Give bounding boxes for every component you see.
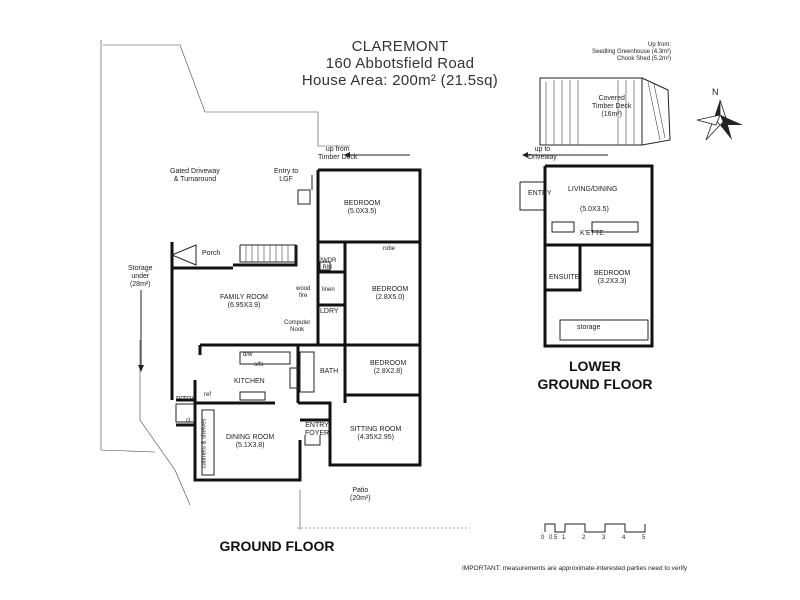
label-patio: Patio (20m²): [350, 487, 371, 502]
ground-floor-fixtures: [170, 189, 331, 476]
compass-north-label: N: [712, 87, 719, 97]
label-entry-lgf: Entry to LGF: [274, 168, 299, 183]
room-bedroom-2: BEDROOM (2.8X5.0): [372, 286, 409, 301]
ground-floor-walls: [170, 168, 422, 482]
room-bedroom-1: BEDROOM (5.0X3.5): [344, 200, 381, 215]
covered-deck: [522, 77, 671, 158]
plan-title: CLAREMONT: [351, 38, 449, 55]
label-up-from: Up from: Seedling Greenhouse (4.3m²) Cho…: [592, 42, 672, 62]
scale-tick-4: 4: [622, 535, 626, 541]
label-computer-nook: Computer Nook: [284, 320, 311, 333]
room-family: FAMILY ROOM (6.95X3.9): [220, 294, 268, 309]
scale-tick-3: 3: [602, 535, 606, 541]
label-gated-driveway: Gated Driveway & Turnaround: [170, 168, 220, 183]
room-laundry: LDRY: [320, 308, 339, 315]
lower-ground-floor-title: LOWER GROUND FLOOR: [537, 358, 653, 392]
room-pantry: P'TRY: [176, 396, 196, 403]
room-sitting: SITTING ROOM (4.35X2.95): [350, 426, 402, 441]
room-dining: DINING ROOM (5.1X3.8): [226, 434, 275, 449]
label-storage-under: Storage under (28m²): [128, 265, 153, 288]
room-entry-foyer: ENTRY FOYER: [305, 422, 330, 437]
label-cl: cl: [186, 418, 191, 424]
label-up-driveway: up to Driveway: [528, 146, 557, 161]
property-boundary: [100, 40, 470, 530]
footer-note: IMPORTANT: measurements are approximate-…: [462, 565, 688, 572]
label-robe: robe: [383, 246, 396, 252]
scale-tick-0: 0: [541, 535, 545, 541]
room-bath: BATH: [320, 368, 339, 375]
scale-tick-05: 0.5: [549, 535, 558, 541]
scale-tick-2: 2: [582, 535, 586, 541]
compass-rose: [696, 99, 743, 141]
scale-bar: [544, 523, 646, 533]
label-living-dims: (5.0X3.5): [580, 206, 609, 213]
plan-area: House Area: 200m² (21.5sq): [301, 72, 499, 89]
label-porch: Porch: [202, 250, 221, 257]
stair-arrows: [138, 152, 410, 372]
room-storage: storage: [577, 324, 601, 331]
label-wood-fire: wood fire: [296, 286, 311, 299]
scale-tick-1: 1: [562, 535, 566, 541]
room-kitchenette: K'ETTE: [580, 230, 604, 237]
room-ensuite: ENSUITE: [549, 274, 580, 281]
ground-floor-title: GROUND FLOOR: [219, 538, 335, 554]
room-living-dining: LIVING/DINING: [568, 186, 618, 193]
room-kitchen: KITCHEN: [234, 378, 265, 385]
room-lg-entry: ENTRY: [528, 190, 552, 197]
label-sfs: s/fs: [254, 362, 264, 368]
label-cabinets: cabinets & shelves: [201, 418, 208, 469]
label-up-timber-deck: up from Timber Deck: [318, 146, 358, 161]
room-powder: PWDR RM: [318, 258, 337, 271]
lower-ground-walls: [519, 164, 654, 348]
label-dishwasher: d/w: [243, 352, 253, 358]
room-lg-bedroom: BEDROOM (3.2X3.3): [594, 270, 631, 285]
label-covered-deck: Covered Timber Deck (16m²): [592, 95, 632, 118]
room-bedroom-3: BEDROOM (2.8X2.8): [370, 360, 407, 375]
label-linen: linen: [322, 287, 335, 293]
label-ref: ref: [204, 392, 212, 398]
plan-address: 160 Abbotsfield Road: [325, 55, 475, 72]
scale-tick-5: 5: [642, 535, 646, 541]
